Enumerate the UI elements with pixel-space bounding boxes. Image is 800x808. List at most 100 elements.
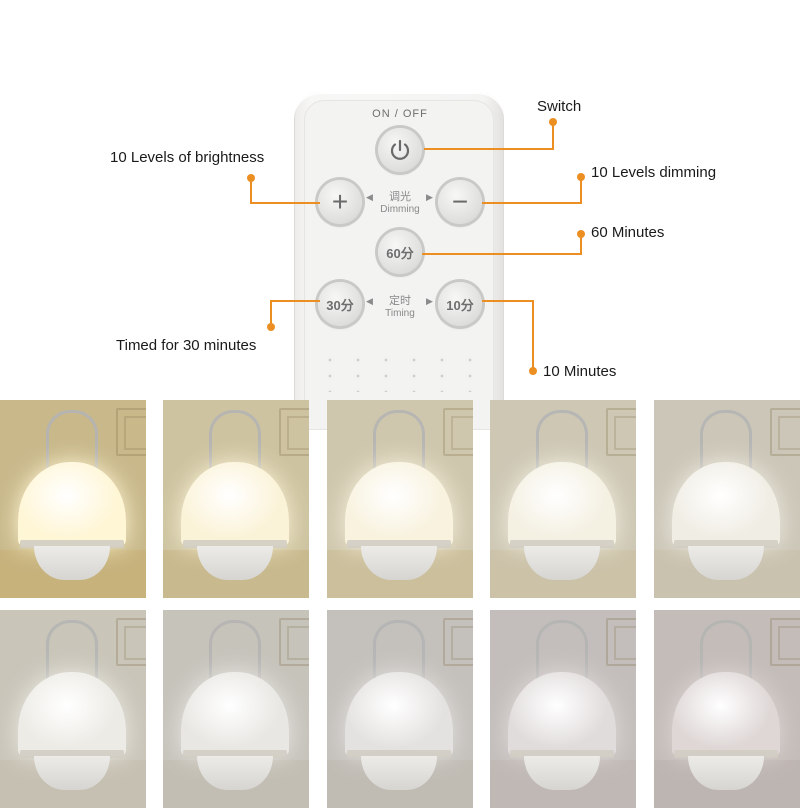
- wall-frame: [606, 408, 636, 456]
- callout-line: [424, 148, 554, 150]
- lamp-photo: [163, 400, 309, 598]
- callout-dot: [267, 323, 275, 331]
- lamp-photo: [490, 400, 636, 598]
- wall-frame-inner: [287, 626, 309, 660]
- wall-frame: [279, 408, 309, 456]
- wall-frame: [443, 408, 473, 456]
- lamp-photo: [0, 400, 146, 598]
- lamp-band: [510, 750, 614, 758]
- timer-30-button[interactable]: 30分: [318, 282, 362, 326]
- callout-dot: [549, 118, 557, 126]
- lamp-photo: [654, 400, 800, 598]
- brightness-minus-button[interactable]: −: [438, 180, 482, 224]
- wall-frame-inner: [614, 416, 636, 450]
- timer-30-label: 30分: [326, 297, 354, 313]
- callout-line: [422, 253, 582, 255]
- plus-icon: +: [331, 186, 349, 217]
- callout-line: [580, 236, 582, 255]
- lamp-band: [183, 750, 287, 758]
- lamp-handle: [373, 620, 425, 703]
- callout-line: [270, 300, 272, 326]
- callout-switch: Switch: [537, 98, 582, 115]
- lamp-handle: [700, 620, 752, 703]
- lamp-handle: [536, 620, 588, 703]
- timer-10-button[interactable]: 10分: [438, 282, 482, 326]
- lamp-shade: [18, 672, 126, 756]
- callout-sixty: 60 Minutes: [591, 224, 665, 241]
- callout-line: [270, 300, 320, 302]
- wall-frame: [116, 408, 146, 456]
- wall-frame-inner: [614, 626, 636, 660]
- lamp-handle: [536, 410, 588, 493]
- power-button[interactable]: [378, 128, 422, 172]
- callout-dot: [247, 174, 255, 182]
- lamp-band: [674, 540, 778, 548]
- lamp-handle: [373, 410, 425, 493]
- timing-label: 定时 Timing: [385, 295, 415, 319]
- wall-frame: [443, 618, 473, 666]
- wall-frame-inner: [451, 416, 473, 450]
- lamp-shade: [672, 672, 780, 756]
- lamp-handle: [209, 410, 261, 493]
- callout-dot: [577, 230, 585, 238]
- callout-line: [250, 180, 252, 204]
- callout-ten: 10 Minutes: [543, 363, 617, 380]
- lamp-photo: [0, 610, 146, 808]
- lamp-band: [347, 540, 451, 548]
- lamp-photo: [163, 610, 309, 808]
- lamp-band: [510, 540, 614, 548]
- timer-60-button[interactable]: 60分: [378, 230, 422, 274]
- wall-frame-inner: [451, 626, 473, 660]
- power-icon: [390, 139, 410, 160]
- lamp-shade: [18, 462, 126, 546]
- wall-frame-inner: [778, 416, 800, 450]
- callout-line: [482, 300, 534, 302]
- wall-frame-inner: [124, 626, 146, 660]
- lamp-shade: [181, 672, 289, 756]
- left-triangle-icon: ◀: [366, 296, 373, 306]
- callout-line: [482, 202, 582, 204]
- right-triangle-icon: ▶: [426, 192, 433, 202]
- lamp-shade: [672, 462, 780, 546]
- callout-line: [552, 122, 554, 150]
- wall-frame: [770, 408, 800, 456]
- lamp-photo: [327, 610, 473, 808]
- wall-frame-inner: [124, 416, 146, 450]
- lamp-handle: [46, 410, 98, 493]
- wall-frame: [770, 618, 800, 666]
- lamp-band: [183, 540, 287, 548]
- lamp-shade: [345, 672, 453, 756]
- right-triangle-icon: ▶: [426, 296, 433, 306]
- lamp-shade: [345, 462, 453, 546]
- lamp-shade: [508, 672, 616, 756]
- lamp-band: [674, 750, 778, 758]
- wall-frame: [116, 618, 146, 666]
- lamp-band: [20, 750, 124, 758]
- wall-frame-inner: [287, 416, 309, 450]
- on-off-label: ON / OFF: [372, 108, 428, 120]
- brightness-plus-button[interactable]: +: [318, 180, 362, 224]
- wall-frame-inner: [778, 626, 800, 660]
- lamp-handle: [46, 620, 98, 703]
- callout-dot: [577, 173, 585, 181]
- lamp-shade: [181, 462, 289, 546]
- wall-frame: [606, 618, 636, 666]
- timer-60-label: 60分: [386, 245, 414, 261]
- callout-dimming: 10 Levels dimming: [591, 164, 717, 181]
- lamp-handle: [700, 410, 752, 493]
- lamp-photo: [490, 610, 636, 808]
- remote-speaker-dots: [316, 352, 486, 392]
- lamp-handle: [209, 620, 261, 703]
- callout-dot: [529, 367, 537, 375]
- lamp-photo: [327, 400, 473, 598]
- lamp-band: [347, 750, 451, 758]
- timer-10-label: 10分: [446, 297, 474, 313]
- minus-icon: −: [451, 186, 469, 217]
- dimming-label: 调光 Dimming: [380, 191, 420, 215]
- callout-brightness: 10 Levels of brightness: [110, 149, 265, 166]
- lamp-shade: [508, 462, 616, 546]
- lamp-band: [20, 540, 124, 548]
- callout-line: [532, 300, 534, 370]
- left-triangle-icon: ◀: [366, 192, 373, 202]
